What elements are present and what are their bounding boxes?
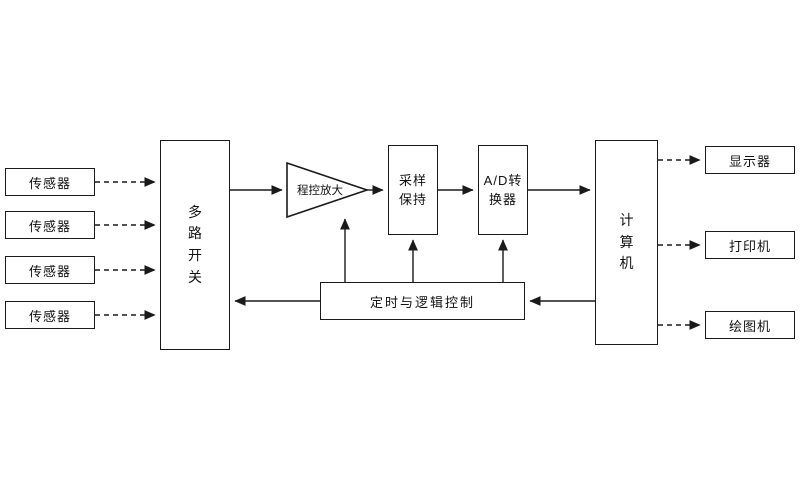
sensor-label: 传感器	[28, 218, 71, 234]
computer-label: 计算机	[619, 211, 634, 272]
amplifier-triangle	[286, 161, 370, 219]
amplifier-label: 程控放大	[297, 185, 343, 197]
sensor-box-1: 传感器	[5, 168, 95, 196]
sensor-box-2: 传感器	[5, 211, 95, 239]
display-box: 显示器	[705, 146, 795, 174]
sensor-box-4: 传感器	[5, 301, 95, 329]
sample-hold-label-line2: 保持	[398, 192, 427, 207]
sample-hold-box: 采样 保持	[388, 145, 438, 235]
sensor-label: 传感器	[28, 263, 71, 279]
printer-box: 打印机	[705, 231, 795, 259]
sample-hold-label-line1: 采样	[398, 172, 427, 188]
sensor-label: 传感器	[28, 308, 71, 324]
multiplexer-label: 多路开关	[187, 203, 202, 285]
adc-label-line1: A/D转	[483, 172, 523, 188]
plotter-box: 绘图机	[705, 311, 795, 339]
display-label: 显示器	[728, 153, 771, 169]
computer-box: 计算机	[595, 140, 658, 345]
plotter-label: 绘图机	[728, 318, 771, 334]
timing-logic-control-box: 定时与逻辑控制	[320, 282, 525, 320]
timing-logic-control-label: 定时与逻辑控制	[369, 294, 475, 310]
sensor-box-3: 传感器	[5, 256, 95, 284]
adc-label-line2: 换器	[488, 192, 517, 207]
adc-box: A/D转 换器	[478, 145, 528, 235]
multiplexer-box: 多路开关	[160, 140, 230, 350]
sensor-label: 传感器	[28, 175, 71, 191]
printer-label: 打印机	[728, 238, 771, 254]
